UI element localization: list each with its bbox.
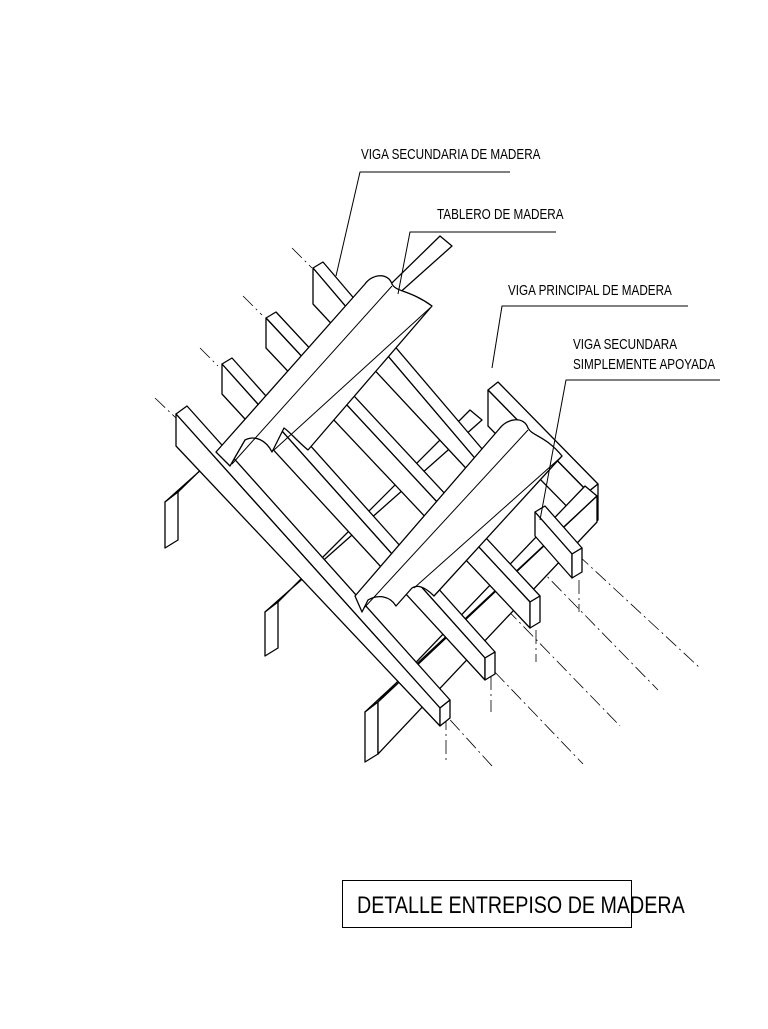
drawing-title: DETALLE ENTREPISO DE MADERA (357, 892, 685, 919)
leader-tablero (397, 231, 556, 295)
label-viga-principal: VIGA PRINCIPAL DE MADERA (508, 282, 672, 299)
deck-panel-back-edge (231, 285, 393, 465)
main-beam-2-end (164, 491, 179, 549)
deck-panel-back-shape (215, 275, 433, 467)
secondary-beam-ss-end (571, 547, 583, 579)
secondary-beam-simply-supported (534, 505, 583, 579)
drawing-title-box: DETALLE ENTREPISO DE MADERA (342, 880, 685, 928)
centerline-3 (199, 347, 219, 367)
leader-viga-apoyada (539, 379, 720, 521)
wood-deck-panel-front (354, 419, 563, 613)
centerline-1 (291, 247, 313, 269)
main-beam-front-end (364, 701, 379, 763)
centerline-4 (154, 397, 177, 419)
leader-viga-principal (491, 305, 688, 369)
centerline-2 (242, 295, 263, 316)
leader-lines (335, 171, 720, 521)
secondary-beam-2-end (529, 595, 541, 629)
deck-panel-back-rib (273, 307, 431, 451)
deck-panel-front-edge (363, 429, 529, 609)
wood-deck-panel-back (215, 275, 433, 467)
centerline-row-d (577, 554, 701, 669)
label-viga-apoyada-line2: SIMPLEMENTE APOYADA (573, 356, 716, 373)
deck-panel-front-rib (413, 457, 561, 589)
centerline-row-b (489, 591, 621, 727)
label-tablero: TABLERO DE MADERA (437, 206, 564, 223)
secondary-beam-3-end (484, 651, 496, 681)
main-beam-3-end (264, 601, 279, 657)
deck-panel-front-shape (354, 419, 563, 613)
secondary-beam-front (175, 405, 451, 727)
centerline-row-c (534, 563, 659, 691)
secondary-beam-front-end (439, 699, 451, 727)
label-viga-secundaria: VIGA SECUNDARIA DE MADERA (361, 146, 541, 163)
label-viga-apoyada-line1: VIGA SECUNDARA (573, 336, 678, 353)
leader-viga-secundaria (335, 171, 510, 277)
